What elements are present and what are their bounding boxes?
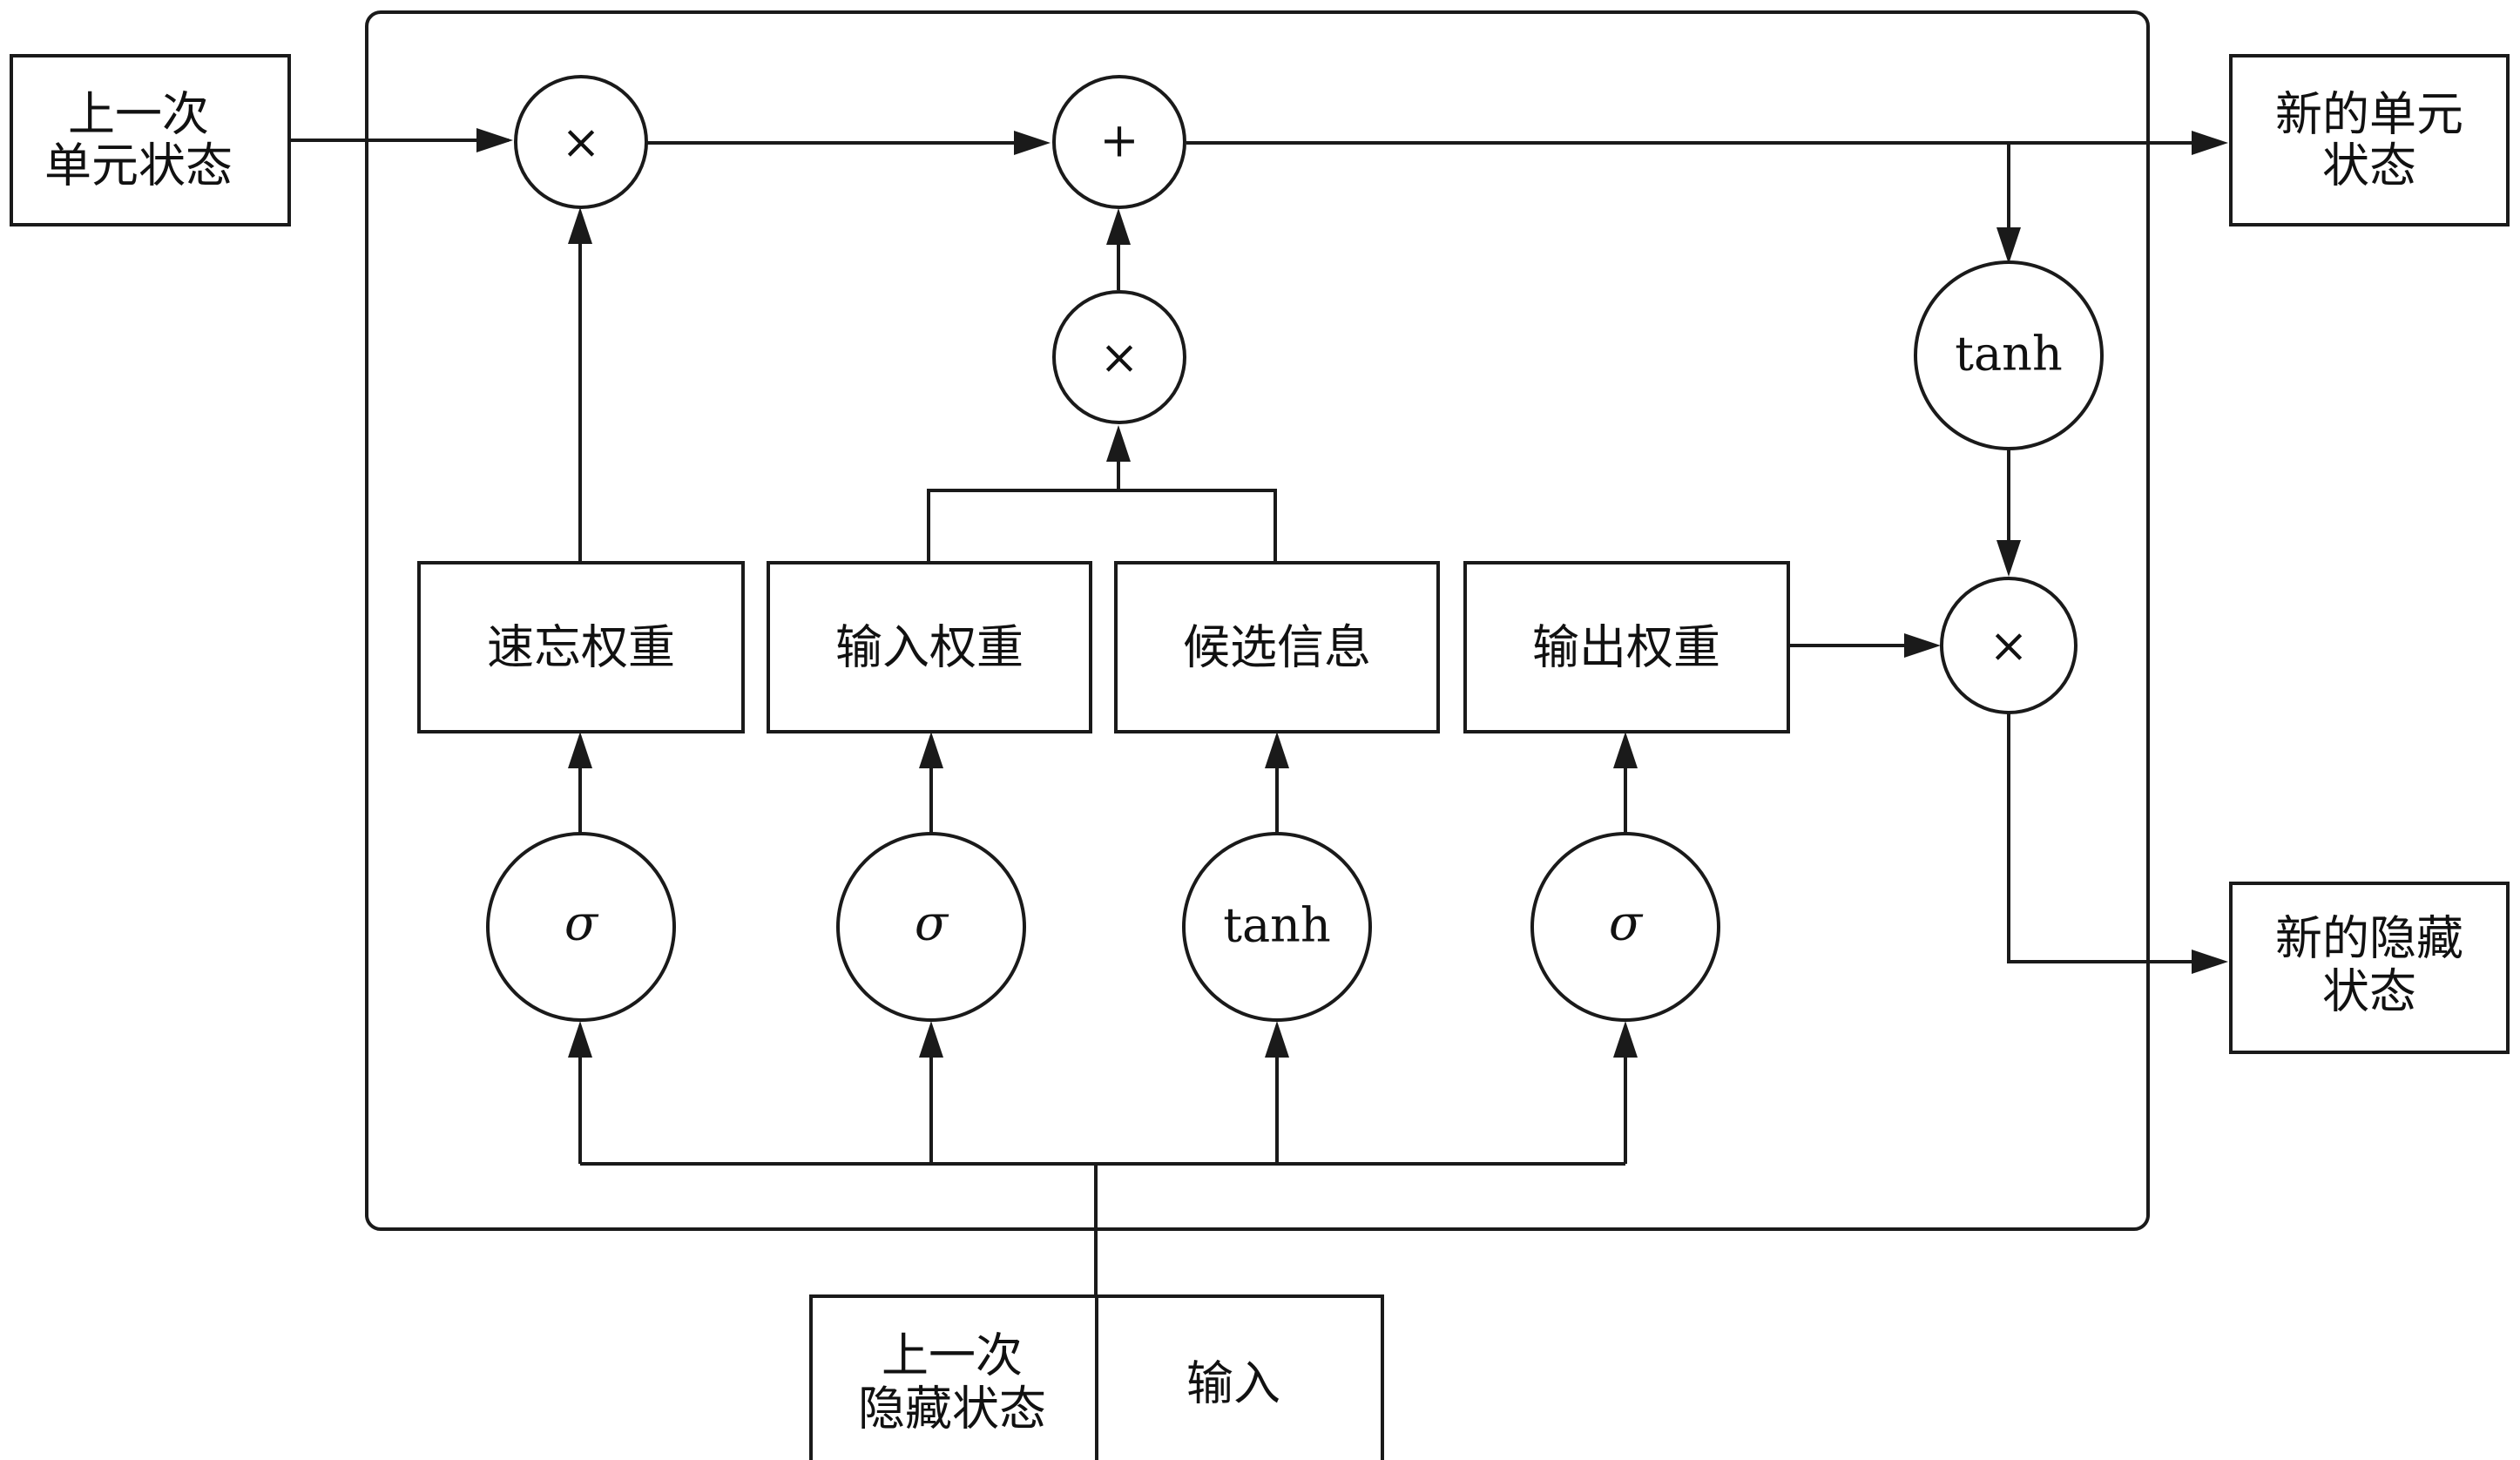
sigma-symbol: σ bbox=[915, 896, 949, 952]
forget-weight-label: 速忘权重 bbox=[487, 620, 675, 675]
add-symbol: + bbox=[1099, 113, 1138, 168]
forget-multiply-node: × bbox=[514, 75, 648, 209]
arrowhead bbox=[568, 1021, 592, 1058]
wire-input-candidate-join bbox=[927, 489, 1277, 563]
arrowhead bbox=[919, 1021, 943, 1058]
new-hidden-state-line2: 状态 bbox=[2322, 964, 2416, 1019]
lstm-cell-frame bbox=[365, 10, 2150, 1231]
arrowhead bbox=[2192, 950, 2228, 974]
arrowhead bbox=[568, 207, 592, 244]
arrowhead bbox=[476, 128, 513, 152]
new-cell-state-line2: 状态 bbox=[2322, 139, 2416, 193]
prev-cell-state-line1: 上一次 bbox=[68, 87, 209, 142]
arrowhead bbox=[919, 732, 943, 768]
output-tanh-node: tanh bbox=[1914, 260, 2104, 450]
bottom-input-box: 上一次 隐藏状态 输入 bbox=[809, 1294, 1384, 1460]
input-sigmoid-node: σ bbox=[836, 832, 1026, 1022]
arrowhead bbox=[1265, 1021, 1289, 1058]
arrowhead bbox=[1106, 425, 1131, 462]
multiply-symbol: × bbox=[1099, 330, 1138, 385]
multiply-symbol: × bbox=[1989, 618, 2028, 673]
arrowhead bbox=[1265, 732, 1289, 768]
add-node: + bbox=[1052, 75, 1186, 209]
output-weight-label: 输出权重 bbox=[1532, 620, 1720, 675]
arrowhead bbox=[1996, 227, 2021, 264]
arrowhead bbox=[1613, 1021, 1638, 1058]
connections bbox=[290, 128, 2228, 1295]
forget-sigmoid-node: σ bbox=[486, 832, 676, 1022]
arrowhead bbox=[568, 732, 592, 768]
new-cell-state-box: 新的单元 状态 bbox=[2229, 54, 2510, 226]
multiply-symbol: × bbox=[561, 115, 600, 170]
tanh-label: tanh bbox=[1223, 898, 1330, 953]
input-weight-box: 输入权重 bbox=[767, 561, 1092, 733]
prev-cell-state-line2: 单元状态 bbox=[44, 139, 233, 193]
arrowhead bbox=[1106, 208, 1131, 245]
forget-weight-box: 速忘权重 bbox=[417, 561, 745, 733]
prev-cell-state-box: 上一次 单元状态 bbox=[10, 54, 291, 226]
tanh-label: tanh bbox=[1955, 327, 2062, 382]
new-hidden-state-line1: 新的隐藏 bbox=[2275, 911, 2463, 966]
candidate-tanh-node: tanh bbox=[1182, 832, 1372, 1022]
wire-output-multiply-to-new-hidden bbox=[2007, 713, 2223, 963]
sigma-symbol: σ bbox=[1609, 896, 1644, 952]
sigma-symbol: σ bbox=[564, 896, 599, 952]
candidate-info-box: 候选信息 bbox=[1114, 561, 1440, 733]
arrowhead bbox=[1904, 633, 1941, 658]
input-label: 输入 bbox=[1186, 1356, 1280, 1411]
output-sigmoid-node: σ bbox=[1530, 832, 1720, 1022]
arrowhead bbox=[1014, 131, 1051, 155]
candidate-info-label: 候选信息 bbox=[1183, 620, 1371, 675]
prev-hidden-state-line2: 隐藏状态 bbox=[858, 1382, 1046, 1436]
output-multiply-node: × bbox=[1940, 577, 2077, 714]
arrowhead bbox=[2192, 131, 2228, 155]
input-multiply-node: × bbox=[1052, 290, 1186, 424]
new-hidden-state-box: 新的隐藏 状态 bbox=[2229, 882, 2510, 1054]
prev-hidden-state-line1: 上一次 bbox=[882, 1328, 1023, 1383]
arrowhead bbox=[1613, 732, 1638, 768]
new-cell-state-line1: 新的单元 bbox=[2275, 87, 2463, 142]
output-weight-box: 输出权重 bbox=[1463, 561, 1790, 733]
arrowhead bbox=[1996, 540, 2021, 577]
input-weight-label: 输入权重 bbox=[835, 620, 1024, 675]
